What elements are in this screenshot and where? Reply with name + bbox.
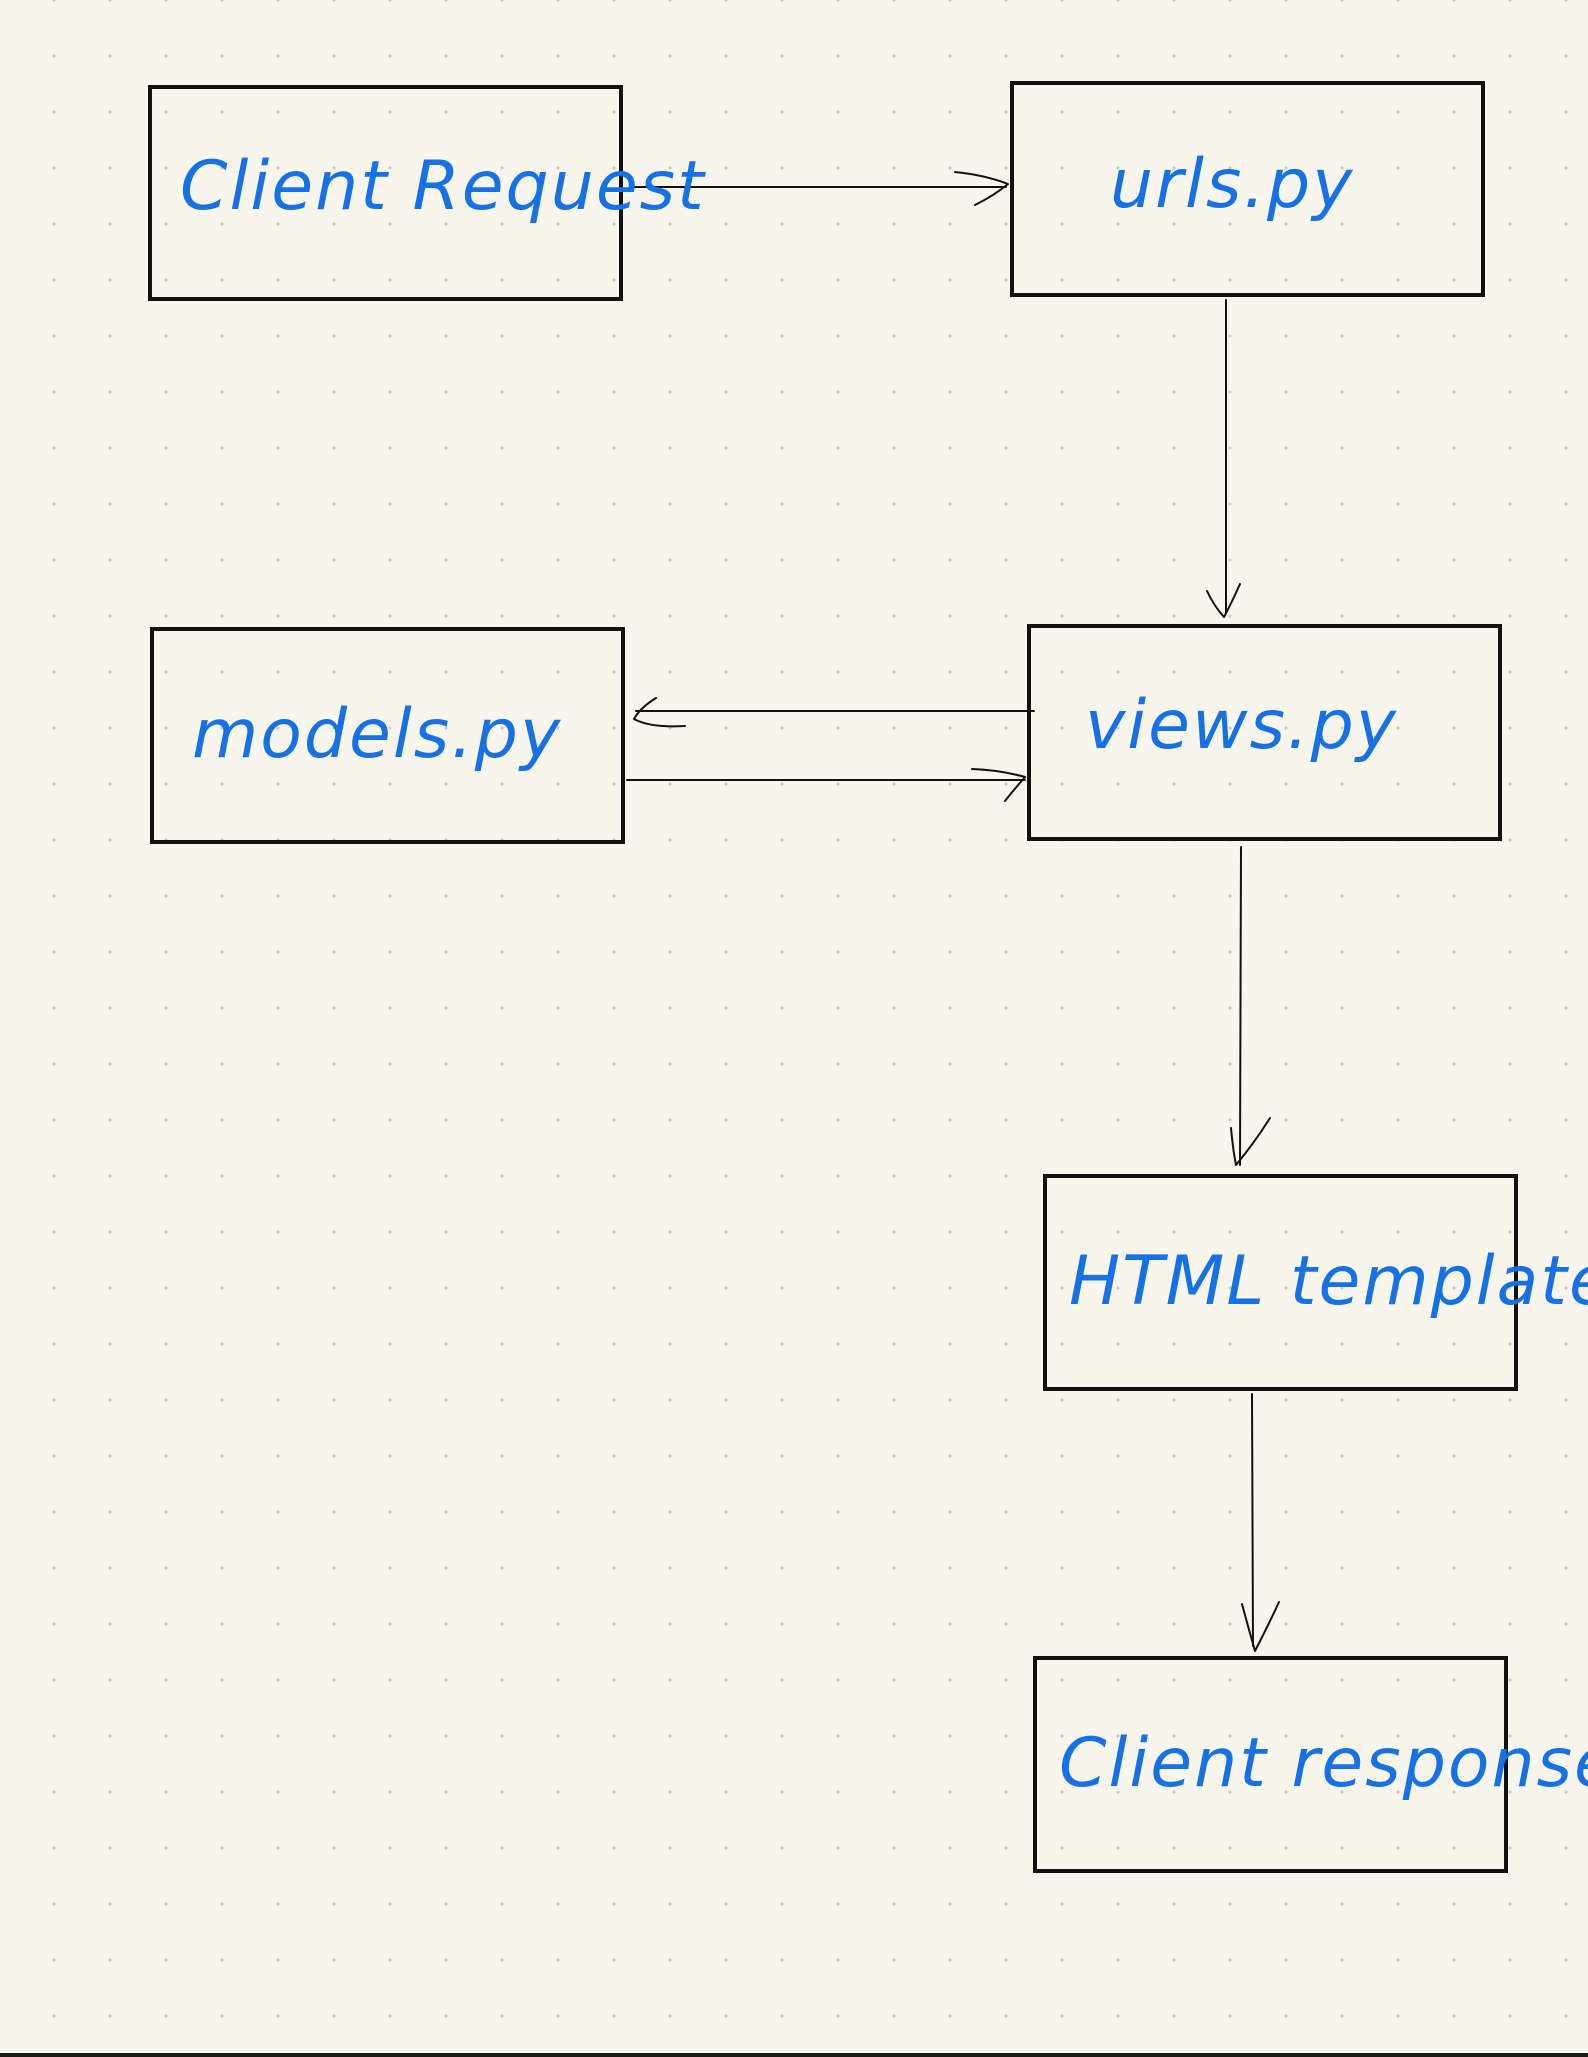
node-label: urls.py [1110, 145, 1355, 224]
node-urls-py: urls.py [1010, 81, 1485, 297]
node-label: views.py [1085, 686, 1399, 765]
node-html-template: HTML template [1043, 1174, 1588, 1391]
edge-client-request-to-urls [629, 171, 1009, 206]
node-client-response: Client response [1033, 1656, 1588, 1873]
node-models-py: models.py [150, 627, 625, 844]
node-label: Client Request [180, 147, 706, 226]
edge-urls-to-views [1206, 299, 1241, 618]
edge-html-template-to-client-response [1241, 1393, 1280, 1652]
node-client-request: Client Request [148, 85, 704, 301]
node-views-py: views.py [1027, 624, 1502, 841]
edge-views-to-models [633, 697, 1035, 728]
bottom-rule [0, 2053, 1588, 2057]
node-label: Client response [1059, 1724, 1588, 1803]
edge-models-to-views [626, 768, 1026, 802]
edge-views-to-html-template [1230, 846, 1271, 1166]
node-label: HTML template [1069, 1242, 1588, 1321]
node-label: models.py [192, 695, 563, 774]
